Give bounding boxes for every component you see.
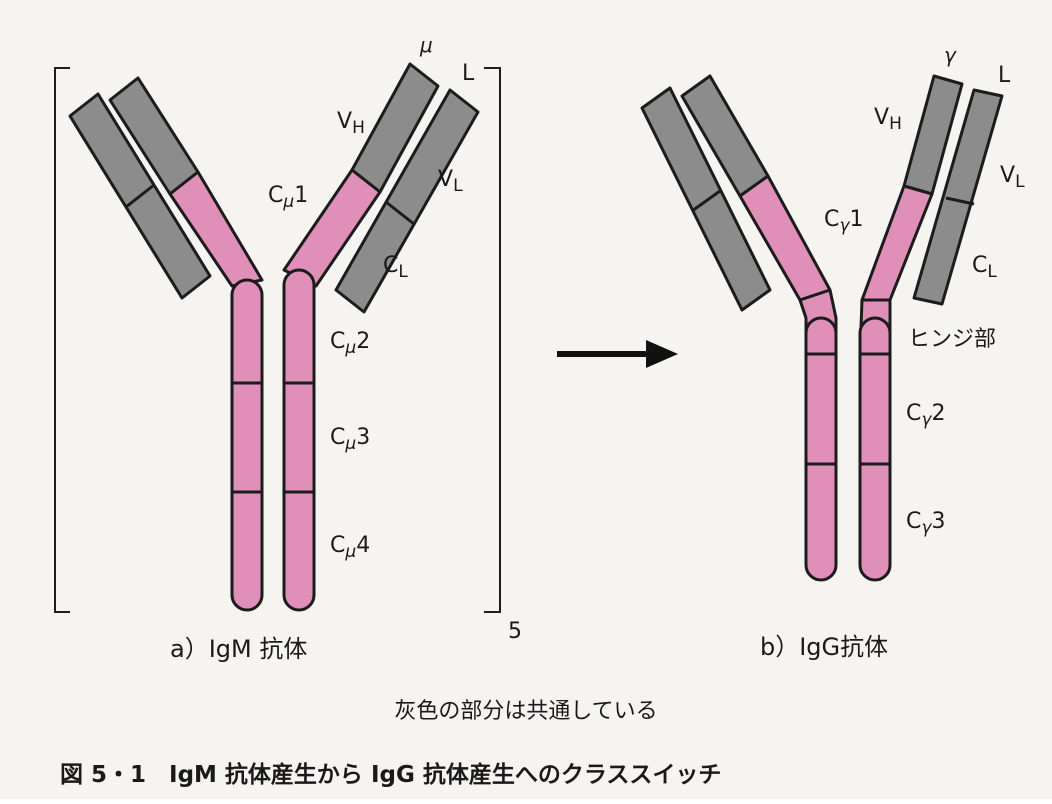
shared-region-note: 灰色の部分は共通している xyxy=(394,699,657,724)
igm-right-stem xyxy=(284,270,314,610)
igg-hinge-label: ヒンジ部 xyxy=(908,327,996,352)
igg-right-stem xyxy=(860,318,890,580)
igg-heavy-chain-symbol: γ xyxy=(944,43,957,67)
figure-caption: 図 5・1 IgM 抗体産生から IgG 抗体産生へのクラススイッチ xyxy=(60,761,721,788)
igg-light-chain-label: L xyxy=(998,63,1011,88)
igm-caption: a）IgM 抗体 xyxy=(170,635,307,663)
igm-light-chain-label: L xyxy=(462,61,475,86)
igm-left-stem xyxy=(232,280,262,610)
igm-heavy-chain-symbol: μ xyxy=(419,33,433,57)
igg-left-stem xyxy=(806,318,836,580)
igg-caption: b）IgG抗体 xyxy=(760,633,888,661)
pentamer-subscript: 5 xyxy=(508,619,522,644)
